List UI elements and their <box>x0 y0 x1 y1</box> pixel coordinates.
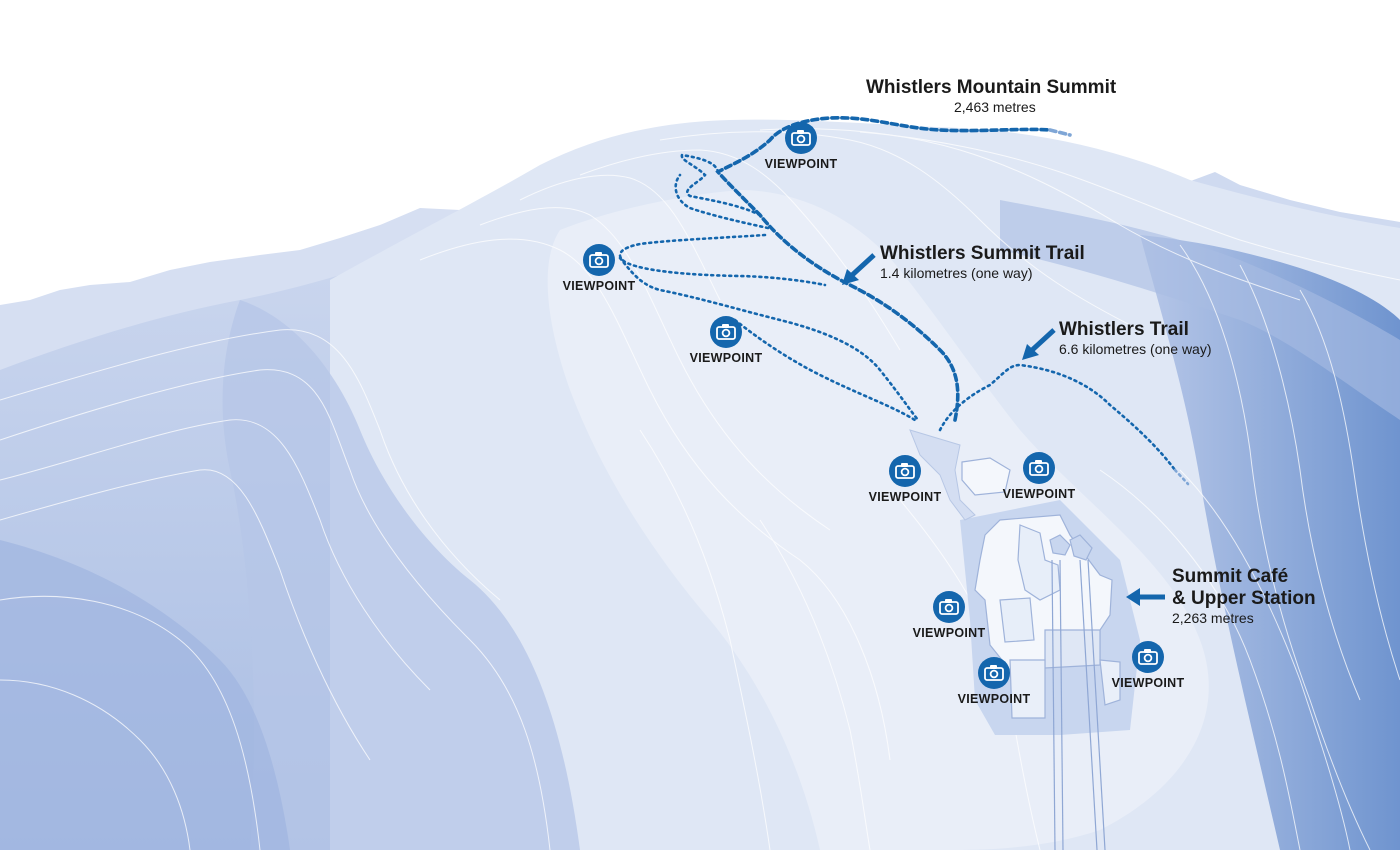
station-title-line2: & Upper Station <box>1172 588 1316 609</box>
camera-icon <box>1132 641 1164 673</box>
right-slope-dark <box>1140 235 1400 850</box>
viewpoint-label: VIEWPOINT <box>957 692 1031 706</box>
viewpoint-marker[interactable]: VIEWPOINT <box>671 316 781 366</box>
summit-trail-fade <box>1048 128 1072 137</box>
viewpoint-marker[interactable]: VIEWPOINT <box>939 657 1049 707</box>
arrow-icon <box>1126 588 1165 606</box>
viewpoint-marker[interactable]: VIEWPOINT <box>1093 641 1203 691</box>
summit-trail-distance: 1.4 kilometres (one way) <box>880 265 1033 281</box>
loop-trail-1 <box>618 233 827 287</box>
summit-label: Whistlers Mountain Summit 2,463 metres <box>866 77 1116 116</box>
right-slope-band <box>1000 200 1400 420</box>
viewpoint-label: VIEWPOINT <box>868 490 942 504</box>
cable-lines <box>1051 559 1106 850</box>
station-title-line1: Summit Café <box>1172 566 1289 587</box>
whistlers-trail-label: Whistlers Trail 6.6 kilometres (one way) <box>1059 319 1212 358</box>
whistlers-trail-distance: 6.6 kilometres (one way) <box>1059 341 1212 357</box>
camera-icon <box>785 122 817 154</box>
viewpoint-label: VIEWPOINT <box>764 157 838 171</box>
viewpoint-marker[interactable]: VIEWPOINT <box>984 452 1094 502</box>
whistlers-trail-fade <box>1173 468 1190 486</box>
station-label: Summit Café & Upper Station 2,263 metres <box>1172 566 1316 627</box>
whistlers-trail-title: Whistlers Trail <box>1059 319 1189 340</box>
summit-trail-title: Whistlers Summit Trail <box>880 243 1085 264</box>
loop-trail-4 <box>674 173 770 230</box>
viewpoint-label: VIEWPOINT <box>689 351 763 365</box>
camera-icon <box>1023 452 1055 484</box>
loop-trail-3 <box>680 153 762 217</box>
station-path <box>909 429 976 521</box>
camera-icon <box>889 455 921 487</box>
mid-ridge <box>222 300 580 850</box>
arrow-icon <box>1022 328 1056 360</box>
camera-icon <box>710 316 742 348</box>
viewpoint-marker[interactable]: VIEWPOINT <box>544 244 654 294</box>
viewpoint-label: VIEWPOINT <box>1002 487 1076 501</box>
trail-hut <box>961 457 1011 496</box>
loop-trail-2 <box>618 256 920 422</box>
viewpoint-label: VIEWPOINT <box>562 279 636 293</box>
camera-icon <box>583 244 615 276</box>
summit-trail-label: Whistlers Summit Trail 1.4 kilometres (o… <box>880 243 1085 282</box>
camera-icon <box>933 591 965 623</box>
camera-icon <box>978 657 1010 689</box>
viewpoint-marker[interactable]: VIEWPOINT <box>894 591 1004 641</box>
lower-left-valley <box>0 540 290 850</box>
viewpoint-label: VIEWPOINT <box>1111 676 1185 690</box>
arrow-icon <box>842 253 876 285</box>
summit-title: Whistlers Mountain Summit <box>866 77 1117 98</box>
summit-elevation: 2,463 metres <box>954 99 1036 115</box>
viewpoint-label: VIEWPOINT <box>912 626 986 640</box>
viewpoint-marker[interactable]: VIEWPOINT <box>746 122 856 172</box>
viewpoint-marker[interactable]: VIEWPOINT <box>850 455 960 505</box>
station-elevation: 2,263 metres <box>1172 610 1254 626</box>
loop-trail-5 <box>733 318 917 422</box>
upper-station-building <box>974 514 1121 719</box>
whistlers-trail-path <box>938 363 1177 472</box>
